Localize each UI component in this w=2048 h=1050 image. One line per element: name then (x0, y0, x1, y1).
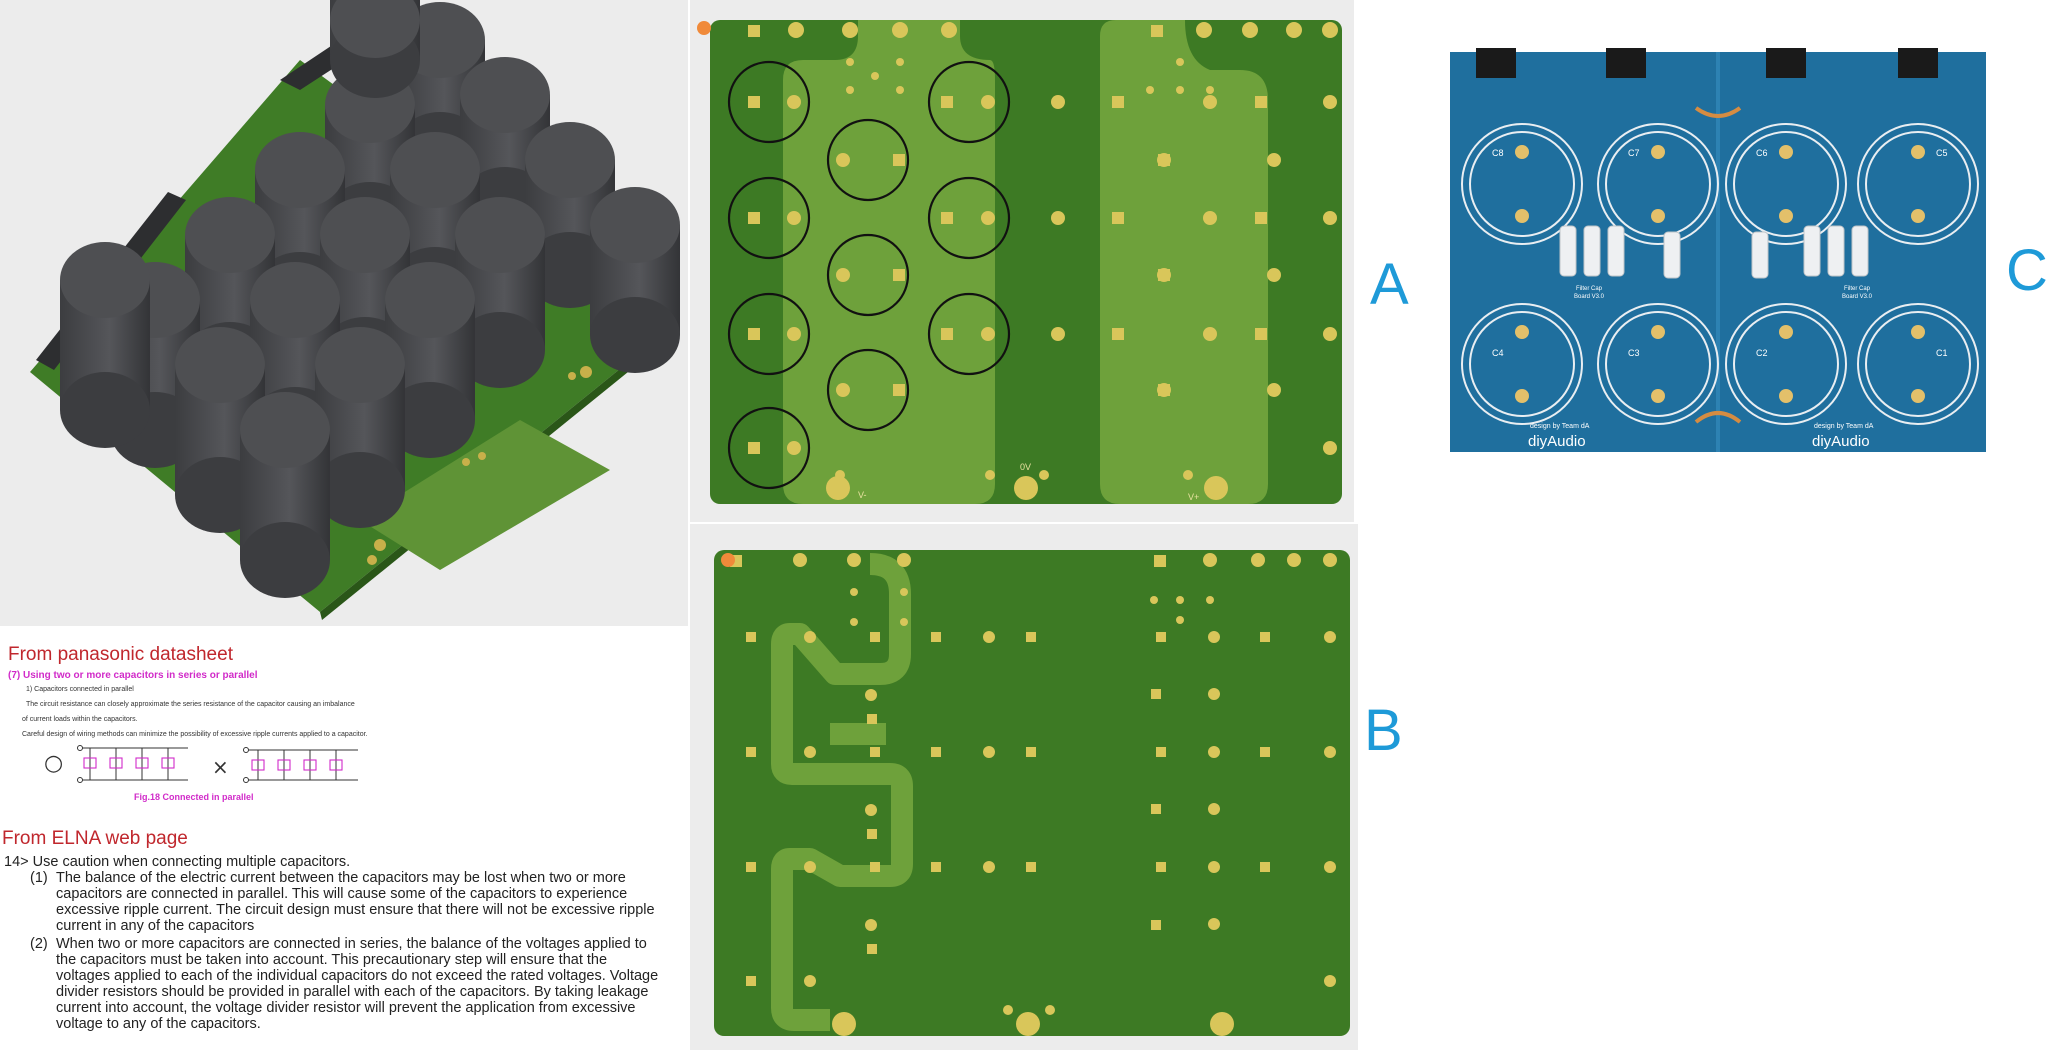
net-label-v-plus: V+ (1188, 492, 1199, 502)
net-label-0v: 0V (1020, 462, 1031, 472)
net-label-v-minus: V- (858, 490, 867, 500)
panasonic-heading: From panasonic datasheet (8, 644, 233, 665)
silk-board-version-right: Board V3.0 (1842, 294, 1873, 300)
elna-item1-line-3: excessive ripple current. The circuit de… (56, 902, 655, 918)
silk-brand-left: diyAudio (1528, 433, 1586, 450)
elna-item1-line-2: capacitors are connected in parallel. Th… (56, 886, 628, 902)
silk-credit-right: design by Team dA (1814, 423, 1874, 430)
capacitor-cylinders (60, 0, 680, 598)
panel-label-b: B (1364, 698, 1403, 763)
elna-item2-number: (2) (30, 936, 48, 952)
silk-c2: C2 (1756, 348, 1768, 358)
pcb-layout-b-art (714, 550, 1350, 1036)
panasonic-line-3: of current loads within the capacitors. (22, 716, 138, 723)
pcb-layout-a: V- 0V V+ (690, 0, 1354, 522)
good-symbol: ○ (44, 751, 63, 776)
elna-item2-line-4: divider resistors should be provided in … (56, 984, 649, 1000)
elna-item2-line-2: the capacitors must be taken into accoun… (56, 952, 608, 968)
pcb-3d-render (0, 0, 688, 626)
pcb-photo-c-art: C8 C7 C6 C5 C4 C3 C2 C1 Filter Cap Board… (1450, 48, 1986, 452)
elna-item1-number: (1) (30, 870, 48, 886)
panasonic-line-2: The circuit resistance can closely appro… (26, 701, 355, 708)
pcb-photo-c: C8 C7 C6 C5 C4 C3 C2 C1 Filter Cap Board… (1446, 44, 1990, 456)
elna-heading: From ELNA web page (2, 828, 188, 849)
silk-board-name-right: Filter Cap (1844, 286, 1871, 292)
elna-intro: 14> Use caution when connecting multiple… (4, 854, 351, 870)
parallel-connection-figure: ○ × (44, 745, 358, 783)
panasonic-line-4: Careful design of wiring methods can min… (22, 731, 368, 738)
capacitor-outlines (727, 60, 1011, 490)
silk-credit-left: design by Team dA (1530, 423, 1590, 430)
silk-board-name-left: Filter Cap (1576, 286, 1603, 292)
silk-c6: C6 (1756, 148, 1768, 158)
pcb-layout-b (690, 524, 1358, 1050)
datasheet-notes: From panasonic datasheet (7) Using two o… (0, 640, 688, 1050)
pcb-3d-render-art (0, 0, 688, 626)
silk-c7: C7 (1628, 148, 1640, 158)
elna-item1-line-4: current in any of the capacitors (56, 918, 255, 934)
capacitor-silkscreen (1461, 123, 1979, 425)
panasonic-subheading: (7) Using two or more capacitors in seri… (8, 670, 258, 681)
panel-label-c: C (2006, 238, 2048, 303)
silk-c4: C4 (1492, 348, 1504, 358)
bad-symbol: × (212, 755, 229, 779)
pads-a (697, 21, 1338, 500)
elna-item2-line-5: current into account, the voltage divide… (56, 1000, 636, 1016)
panel-label-a: A (1370, 252, 1409, 317)
silk-c5: C5 (1936, 148, 1948, 158)
silk-brand-right: diyAudio (1812, 433, 1870, 450)
pcb-layout-a-art: V- 0V V+ (697, 20, 1342, 504)
elna-item2-line-6: voltage to any of the capacitors. (56, 1016, 261, 1032)
elna-item1-line-1: The balance of the electric current betw… (56, 870, 626, 886)
figure-caption: Fig.18 Connected in parallel (134, 792, 254, 802)
silk-c8: C8 (1492, 148, 1504, 158)
silk-c3: C3 (1628, 348, 1640, 358)
silk-board-version-left: Board V3.0 (1574, 294, 1605, 300)
panasonic-line-1: 1) Capacitors connected in parallel (26, 686, 134, 693)
elna-item2-line-3: voltages applied to each of the individu… (56, 968, 659, 984)
elna-item2-line-1: When two or more capacitors are connecte… (56, 936, 647, 952)
silk-c1: C1 (1936, 348, 1948, 358)
